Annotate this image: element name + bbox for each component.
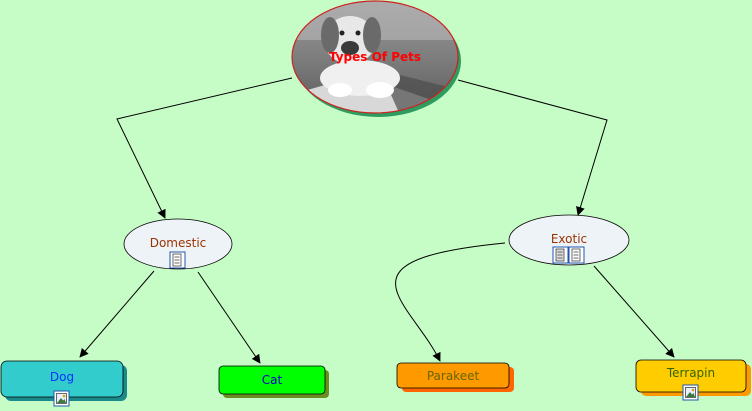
edge-exotic-parakeet [395, 242, 506, 362]
parakeet-box [396, 362, 510, 389]
root-node[interactable]: Types Of Pets [290, 0, 461, 117]
leaf-node-cat[interactable]: Cat [218, 365, 329, 398]
dog-label: Dog [50, 370, 74, 384]
parakeet-label: Parakeet [427, 369, 480, 383]
edge-root-domestic [116, 77, 293, 219]
leaf-node-parakeet[interactable]: Parakeet [396, 362, 514, 392]
edges [79, 77, 675, 364]
domestic-label: Domestic [150, 236, 207, 250]
leaf-node-dog[interactable]: Dog [0, 360, 127, 407]
edge-domestic-dog [79, 270, 155, 358]
document-icon[interactable] [169, 251, 186, 269]
root-label: Types Of Pets [329, 50, 421, 64]
document-icon[interactable] [552, 246, 569, 264]
domestic-ellipse [123, 218, 233, 270]
document-icon[interactable] [568, 246, 585, 264]
edge-exotic-terrapin [593, 265, 675, 358]
root-border [291, 0, 459, 114]
edge-root-exotic [457, 79, 608, 216]
terrapin-label: Terrapin [666, 366, 715, 380]
cat-box [218, 365, 326, 395]
edge-domestic-cat [197, 271, 261, 364]
image-icon[interactable] [53, 390, 70, 407]
exotic-label: Exotic [551, 232, 587, 246]
branch-node-domestic[interactable]: Domestic [123, 218, 233, 270]
leaf-node-terrapin[interactable]: Terrapin [635, 359, 751, 401]
puppy-photo [292, 1, 458, 113]
image-icon[interactable] [682, 384, 699, 401]
exotic-ellipse [508, 214, 630, 266]
cat-label: Cat [262, 373, 283, 387]
branch-node-exotic[interactable]: Exotic [508, 214, 630, 266]
